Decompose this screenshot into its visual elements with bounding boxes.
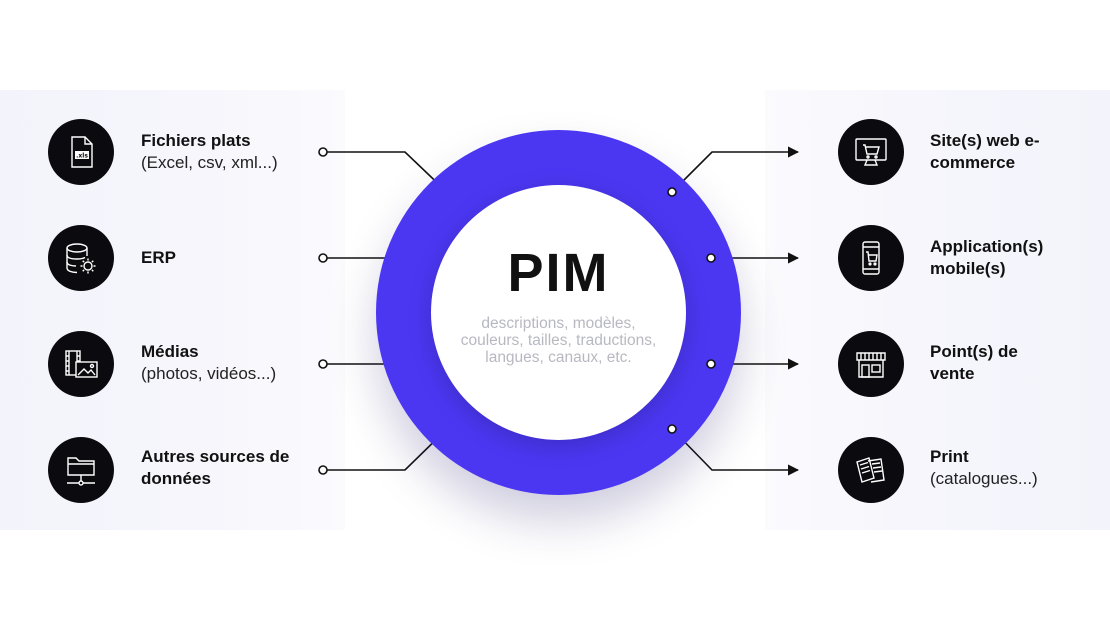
output-panel-background	[765, 90, 1110, 530]
input-title-4: Autres sources de données	[141, 447, 290, 488]
input-label-4: Autres sources de données	[141, 446, 301, 490]
arrow-output-1	[671, 146, 800, 193]
dot-output-2	[706, 253, 716, 263]
dot-output-4	[667, 424, 677, 434]
input-label-2: ERP	[141, 247, 176, 269]
dot-input-3	[318, 359, 328, 369]
output-title-2: Application(s) mobile(s)	[930, 237, 1044, 278]
svg-text:.xls: .xls	[76, 153, 88, 160]
dot-output-3	[706, 359, 716, 369]
catalog-icon	[838, 437, 904, 503]
output-title-4: Print	[930, 447, 969, 466]
output-label-1: Site(s) web e-commerce	[930, 130, 1070, 174]
dot-input-1	[318, 147, 328, 157]
database-gear-icon	[48, 225, 114, 291]
phone-cart-icon	[838, 225, 904, 291]
pim-center-circle: PIM descriptions, modèles, couleurs, tai…	[431, 185, 686, 440]
output-label-3: Point(s) de vente	[930, 341, 1030, 385]
input-title-2: ERP	[141, 248, 176, 267]
xls-file-icon: .xls	[48, 119, 114, 185]
output-subtitle-4: (catalogues...)	[930, 469, 1038, 488]
input-label-1: Fichiers plats (Excel, csv, xml...)	[141, 130, 278, 174]
input-label-3: Médias (photos, vidéos...)	[141, 341, 276, 385]
dot-output-1	[667, 187, 677, 197]
monitor-cart-icon	[838, 119, 904, 185]
media-film-icon	[48, 331, 114, 397]
storefront-icon	[838, 331, 904, 397]
output-label-2: Application(s) mobile(s)	[930, 236, 1080, 280]
input-subtitle-1: (Excel, csv, xml...)	[141, 153, 278, 172]
output-title-3: Point(s) de vente	[930, 342, 1018, 383]
pim-title: PIM	[507, 243, 610, 303]
dot-input-2	[318, 253, 328, 263]
input-subtitle-3: (photos, vidéos...)	[141, 364, 277, 383]
input-title-3: Médias	[141, 342, 199, 361]
input-title-1: Fichiers plats	[141, 131, 251, 150]
dot-input-4	[318, 465, 328, 475]
output-label-4: Print (catalogues...)	[930, 446, 1038, 490]
network-folder-icon	[48, 437, 114, 503]
pim-description: descriptions, modèles, couleurs, tailles…	[460, 315, 657, 366]
output-title-1: Site(s) web e-commerce	[930, 131, 1040, 172]
